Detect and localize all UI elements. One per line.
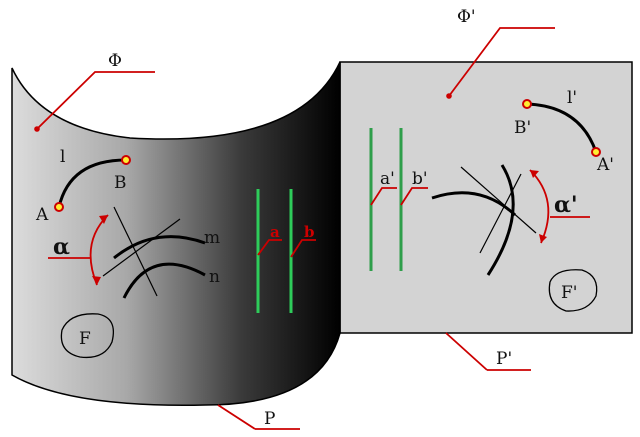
- curve-l: [57, 158, 127, 208]
- angle-prime-label: α': [554, 192, 578, 218]
- angle-label: α: [53, 234, 70, 260]
- curve-l-prime-label: l': [567, 88, 577, 108]
- figure-f-label: F: [79, 329, 91, 349]
- angle-arrow-top: [99, 215, 108, 224]
- point-b-label: B: [114, 173, 127, 193]
- curve-n: [122, 262, 206, 299]
- angle-arc-prime: [529, 169, 550, 244]
- curve-n-label: n: [209, 267, 220, 287]
- projection-p-label: P: [264, 409, 275, 429]
- cylinder-surface: [11, 61, 341, 406]
- line-a-label: a: [270, 223, 280, 241]
- point-b-marker: [121, 155, 131, 165]
- figure-f-prime: [548, 269, 598, 312]
- projection-p-leader: [217, 404, 256, 430]
- point-a-marker: [54, 202, 64, 212]
- surface-leader: [36, 71, 155, 130]
- line-b-leader: [290, 239, 316, 258]
- curve-n-prime: [486, 164, 515, 276]
- surface-label: Φ: [108, 51, 122, 71]
- tangent-line-2: [102, 218, 181, 277]
- line-b-prime-leader: [400, 187, 428, 206]
- line-a-leader: [257, 239, 282, 256]
- point-a-prime-label: A': [596, 155, 614, 175]
- line-a-prime-leader: [370, 187, 397, 206]
- curve-m: [113, 235, 206, 260]
- point-a-prime-marker: [591, 147, 601, 157]
- line-b-label: b: [304, 223, 315, 241]
- curve-m-label: m: [204, 228, 220, 248]
- angle-arrow-prime-top: [530, 170, 539, 178]
- curve-l-label: l: [60, 147, 65, 167]
- tangent-line-3: [460, 166, 537, 234]
- tangent-line-4: [479, 173, 522, 254]
- point-a-label: A: [35, 205, 49, 225]
- angle-arrow-bottom: [92, 276, 101, 285]
- point-b-prime-marker: [522, 99, 532, 109]
- angle-arrow-prime-bottom: [539, 234, 547, 243]
- line-a-prime-label: a': [380, 169, 395, 189]
- figure-f: [60, 313, 115, 359]
- point-b-prime-label: B': [514, 118, 531, 138]
- plane-label: Φ': [457, 7, 476, 27]
- curve-l-prime: [526, 102, 598, 153]
- projection-p-prime-leader: [445, 332, 488, 371]
- plane-leader: [448, 27, 555, 97]
- projection-p-prime-label: P': [496, 349, 512, 369]
- figure-f-prime-label: F': [561, 283, 577, 303]
- line-b-prime-label: b': [412, 169, 428, 189]
